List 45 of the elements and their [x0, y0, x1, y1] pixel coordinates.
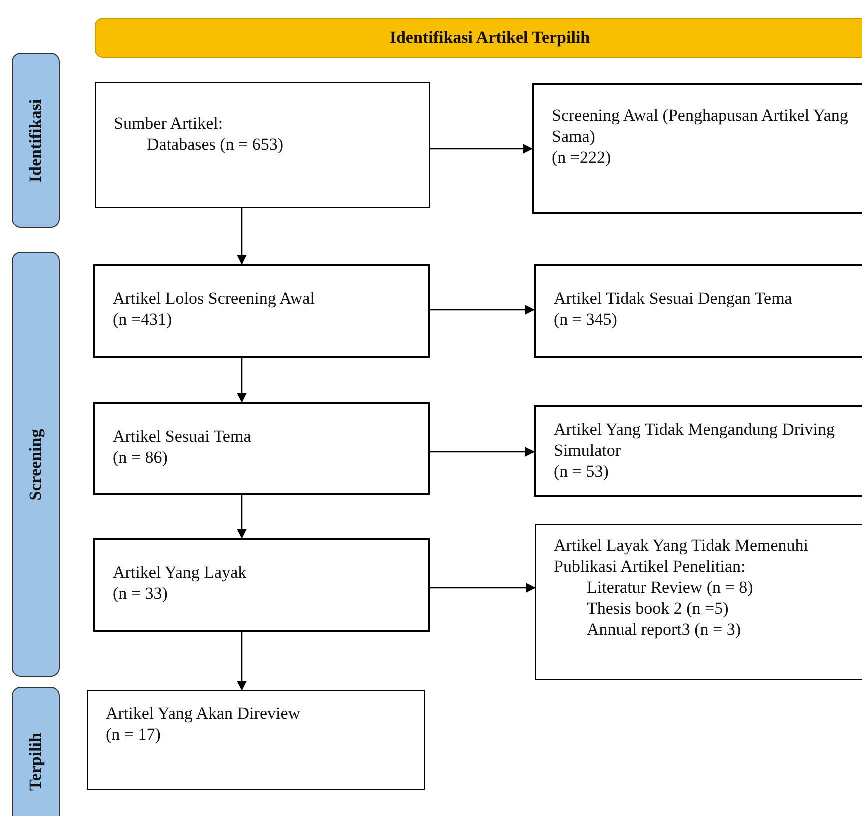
header-band	[95, 18, 862, 58]
box-text: Databases (n = 653)	[146, 134, 285, 155]
arrow	[237, 358, 247, 403]
arrow	[430, 583, 536, 593]
heading: Identifikasi	[26, 98, 46, 182]
heading: Terpilih	[26, 733, 46, 791]
box-text: Thesis book 2 (n =5)	[586, 598, 730, 619]
box-text: Artikel Yang Akan Direview	[106, 703, 302, 724]
box-text: Artikel Tidak Sesuai Dengan Tema	[554, 288, 794, 309]
process-box	[87, 690, 425, 790]
heading: Identifikasi Artikel Terpilih	[390, 28, 590, 48]
box-text: Annual report3 (n = 3)	[586, 619, 742, 640]
process-box	[93, 538, 430, 632]
box-text: Literatur Review (n = 8)	[586, 577, 754, 598]
process-box	[93, 402, 430, 495]
arrow	[237, 632, 247, 691]
phase-label-band	[12, 53, 60, 228]
box-text: (n = 17)	[106, 724, 162, 745]
box-text: (n = 86)	[113, 447, 169, 468]
arrow	[237, 495, 247, 539]
box-text: Artikel Sesuai Tema	[113, 426, 252, 447]
phase-label-band	[12, 252, 60, 677]
box-text: Artikel Layak Yang Tidak Memenuhi Publikasi Artikel Penelitian:	[554, 535, 810, 577]
phase-label-band	[12, 687, 60, 816]
process-box	[535, 524, 862, 680]
arrow	[430, 447, 535, 457]
process-box	[93, 264, 430, 358]
box-text: Screening Awal (Penghapusan Artikel Yang Sama)	[552, 105, 850, 147]
box-text: Sumber Artikel:	[114, 113, 224, 134]
box-text: (n = 53)	[554, 461, 610, 482]
box-text: Artikel Yang Layak	[113, 562, 248, 583]
arrow	[430, 305, 535, 315]
process-box	[95, 82, 430, 208]
box-text: (n = 345)	[554, 309, 618, 330]
box-text: (n =222)	[552, 147, 612, 168]
process-box	[534, 264, 862, 358]
arrow	[430, 144, 533, 154]
box-text: (n = 33)	[113, 583, 169, 604]
box-text: (n =431)	[113, 309, 174, 330]
process-box	[532, 83, 862, 214]
process-box	[534, 405, 862, 497]
heading: Screening	[26, 428, 46, 500]
box-text: Artikel Yang Tidak Mengandung Driving Simulator	[554, 419, 836, 461]
arrow	[237, 208, 247, 265]
box-text: Artikel Lolos Screening Awal	[113, 288, 316, 309]
